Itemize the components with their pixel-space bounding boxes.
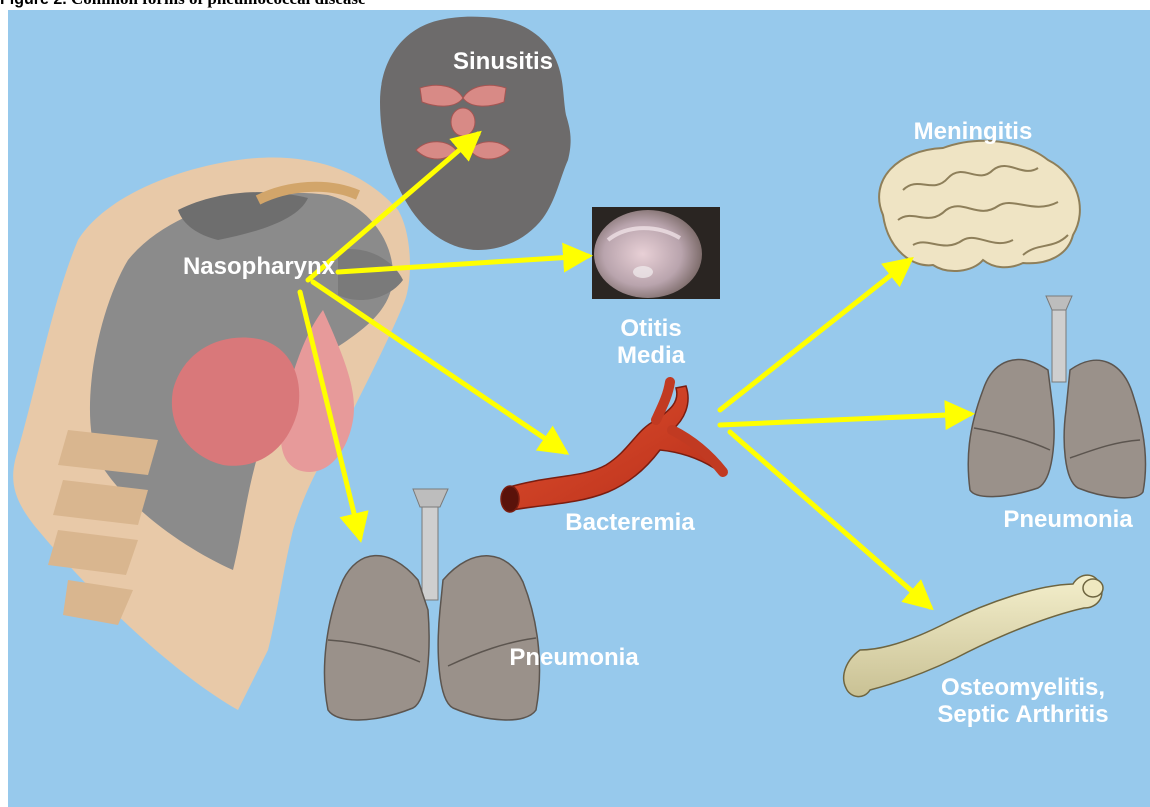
label-otitis-media: Otitis Media	[591, 315, 711, 369]
label-meningitis: Meningitis	[888, 118, 1058, 145]
lungs-right-icon	[968, 296, 1145, 498]
figure-caption-lead: Figure 2.	[0, 0, 67, 8]
diagram-panel: Sinusitis Nasopharynx Meningitis Otitis …	[8, 10, 1150, 807]
label-sinusitis: Sinusitis	[438, 48, 568, 75]
arrow-bacteremia-to-pneumonia	[720, 414, 970, 425]
figure-caption: Figure 2. Common forms of pneumococcal d…	[0, 0, 700, 10]
arrows	[300, 134, 970, 607]
brain-icon	[879, 141, 1080, 271]
arrow-bacteremia-to-meningitis	[720, 260, 910, 410]
ear-drum-photo-icon	[592, 207, 720, 299]
label-bacteremia: Bacteremia	[535, 509, 725, 536]
label-pneumonia-bottom: Pneumonia	[488, 644, 660, 671]
blood-vessel-icon	[501, 382, 723, 512]
arrow-bacteremia-to-osteomyelitis	[730, 432, 930, 607]
figure-caption-text: Common forms of pneumococcal disease	[67, 0, 366, 8]
label-pneumonia-right: Pneumonia	[986, 506, 1150, 533]
label-osteomyelitis: Osteomyelitis, Septic Arthritis	[898, 674, 1148, 728]
label-nasopharynx: Nasopharynx	[154, 253, 364, 280]
